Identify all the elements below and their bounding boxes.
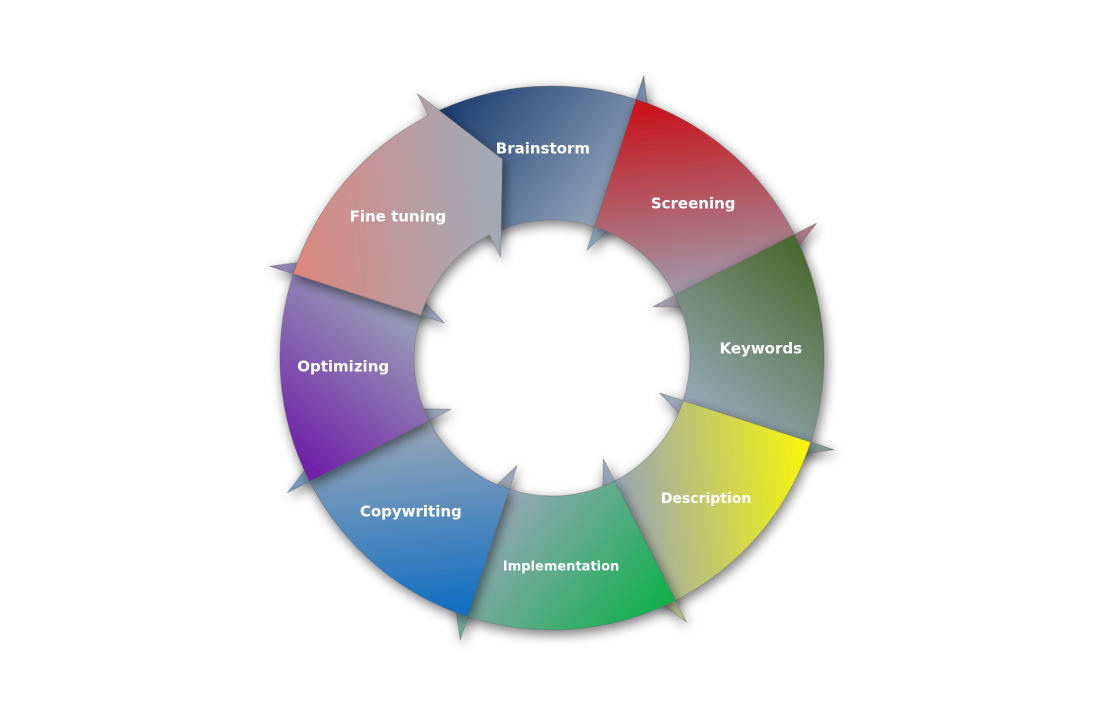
cycle-segments bbox=[269, 75, 835, 641]
step-label-implementation: Implementation bbox=[503, 559, 619, 574]
step-label-description: Description bbox=[661, 491, 752, 507]
arrow-segment-keywords bbox=[659, 233, 835, 465]
arrow-segment-implementation bbox=[445, 465, 677, 641]
arrow-segment-fine-tuning bbox=[292, 93, 503, 317]
step-label-optimizing: Optimizing bbox=[297, 358, 389, 376]
step-label-fine-tuning: Fine tuning bbox=[350, 207, 447, 225]
cycle-labels: Brainstorm Screening Keywords Descriptio… bbox=[297, 140, 802, 575]
step-label-copywriting: Copywriting bbox=[360, 503, 462, 521]
arrow-segment-optimizing bbox=[269, 251, 445, 483]
step-label-screening: Screening bbox=[651, 194, 736, 212]
step-label-brainstorm: Brainstorm bbox=[496, 140, 590, 158]
step-label-keywords: Keywords bbox=[720, 339, 803, 357]
